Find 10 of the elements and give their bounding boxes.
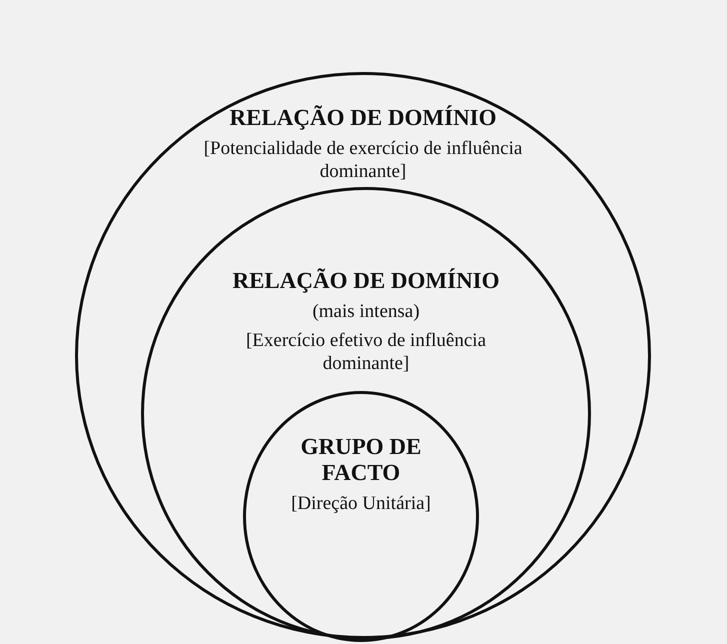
- circle-heading: GRUPO DE FACTO: [300, 434, 422, 486]
- circle-note: [Direção Unitária]: [290, 492, 432, 515]
- circle-heading: RELAÇÃO DE DOMÍNIO: [231, 268, 501, 294]
- circle: [243, 391, 479, 642]
- circle-heading: RELAÇÃO DE DOMÍNIO: [228, 105, 498, 131]
- circle: [141, 187, 591, 640]
- circle-note: (mais intensa): [311, 300, 421, 323]
- circle: [75, 72, 651, 639]
- circle-note: [Exercício efetivo de influência dominante]: [244, 329, 487, 375]
- circle-note: [Potencialidade de exercício de influência dominante]: [202, 137, 524, 183]
